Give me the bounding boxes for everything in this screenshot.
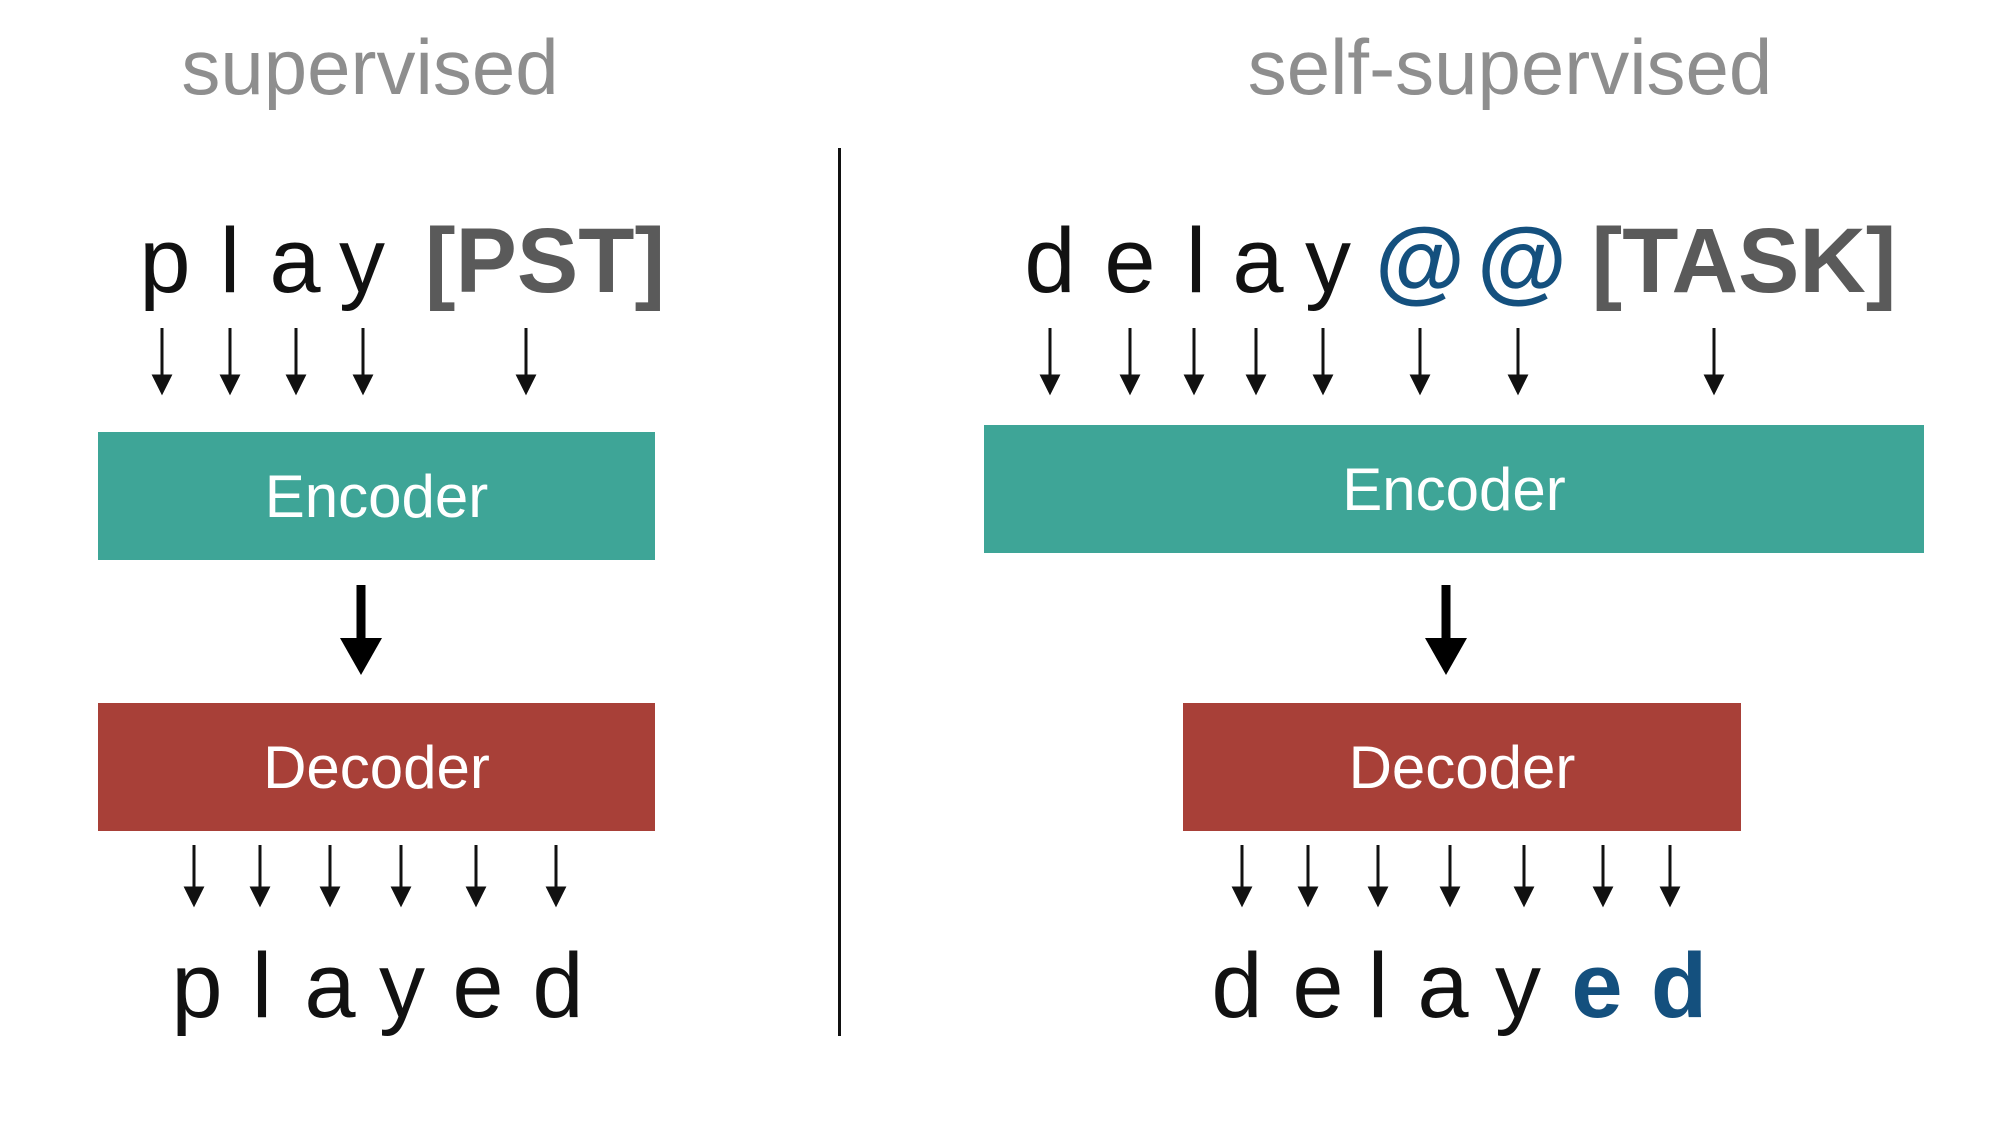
- right-mask-token: @: [1375, 210, 1465, 312]
- right-encoder-block: Encoder: [984, 425, 1924, 553]
- left-output-token: a: [304, 935, 356, 1037]
- left-output-token: e: [452, 935, 504, 1037]
- right-input-token: l: [1185, 210, 1207, 312]
- supervised-title: supervised: [181, 23, 559, 111]
- right-output-token-new: e: [1571, 935, 1623, 1037]
- left-input-token: y: [339, 210, 385, 312]
- right-output-token: y: [1495, 935, 1541, 1037]
- left-input-arrows: [151, 328, 537, 396]
- left-input-token: l: [219, 210, 241, 312]
- right-input-token: a: [1232, 210, 1284, 312]
- right-input-arrows: [1039, 328, 1725, 396]
- right-decoder-block: Decoder: [1183, 703, 1741, 831]
- right-encoder-to-decoder-arrow: [1425, 585, 1467, 675]
- right-input-token: y: [1305, 210, 1351, 312]
- right-output-token-new: d: [1650, 935, 1708, 1037]
- right-output-arrows: [1231, 845, 1681, 908]
- left-output-token: d: [532, 935, 584, 1037]
- left-encoder-label: Encoder: [264, 462, 489, 530]
- right-output-token: a: [1417, 935, 1469, 1037]
- left-encoder-to-decoder-arrow: [340, 585, 382, 675]
- right-output-token: e: [1292, 935, 1344, 1037]
- right-mask-token: @: [1477, 210, 1567, 312]
- left-output-token: y: [379, 935, 425, 1037]
- right-task-token: [TASK]: [1591, 210, 1897, 312]
- right-decoder-label: Decoder: [1348, 733, 1576, 801]
- left-decoder-label: Decoder: [263, 733, 490, 801]
- left-pst-token: [PST]: [424, 210, 666, 312]
- right-output-token: l: [1367, 935, 1389, 1037]
- panel-divider: [838, 148, 841, 1036]
- left-encoder-block: Encoder: [98, 432, 655, 560]
- right-encoder-label: Encoder: [1342, 455, 1566, 523]
- left-input-token: a: [269, 210, 321, 312]
- left-input-token: p: [139, 210, 191, 312]
- self-supervised-title: self-supervised: [1247, 23, 1773, 111]
- right-input-token: e: [1104, 210, 1156, 312]
- right-output-token: d: [1211, 935, 1263, 1037]
- left-decoder-block: Decoder: [98, 703, 655, 831]
- left-output-token: p: [171, 935, 223, 1037]
- left-output-arrows: [183, 845, 567, 908]
- left-output-token: l: [251, 935, 273, 1037]
- right-input-token: d: [1024, 210, 1076, 312]
